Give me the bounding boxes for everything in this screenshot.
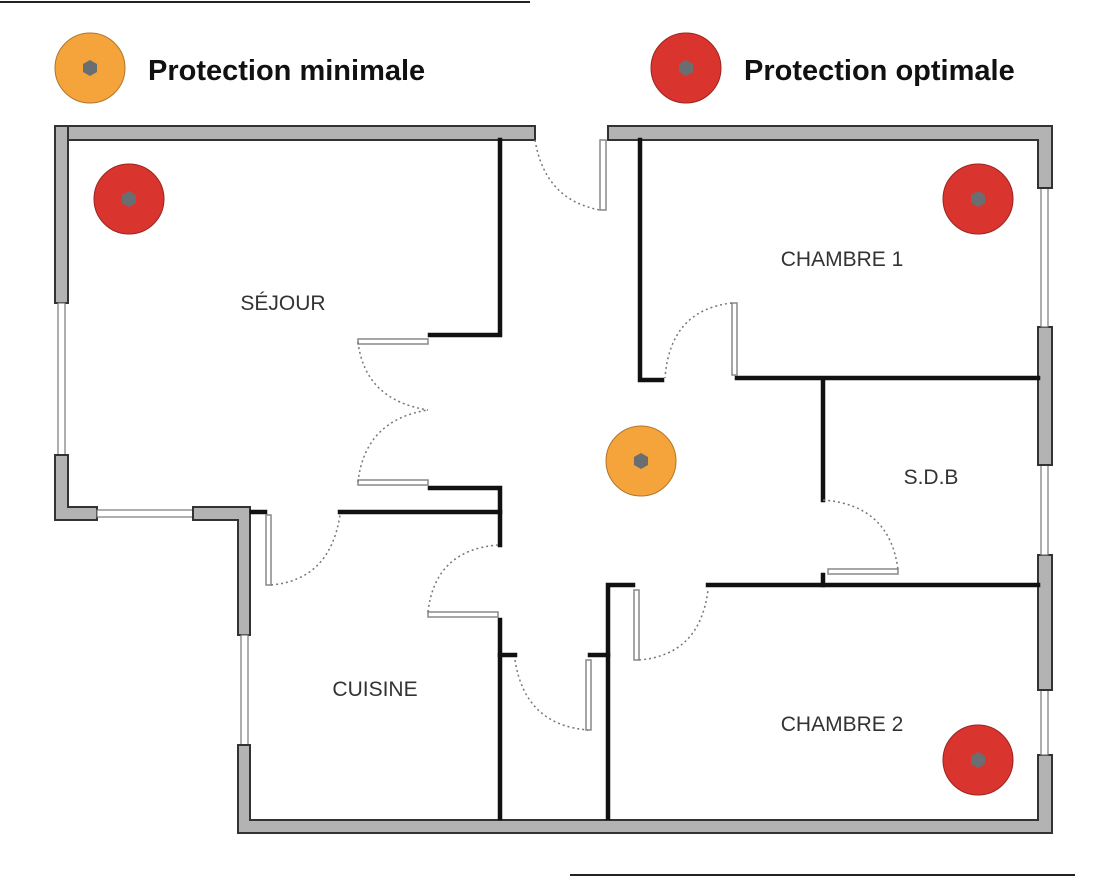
legend-optimal: Protection optimale [650, 32, 1015, 104]
detector-sejour [93, 163, 165, 235]
detector-chambre-1 [942, 163, 1014, 235]
room-label-sejour: SÉJOUR [240, 292, 325, 315]
doors [265, 139, 899, 731]
interior-walls [249, 137, 1041, 821]
room-label-chambre-1: CHAMBRE 1 [781, 248, 904, 271]
detector-hallway [605, 425, 677, 497]
room-label-sdb: S.D.B [904, 466, 959, 489]
detector-chambre-2 [942, 724, 1014, 796]
room-label-chambre-2: CHAMBRE 2 [781, 713, 904, 736]
legend-minimal: Protection minimale [54, 32, 425, 104]
legend-minimal-label: Protection minimale [148, 55, 425, 87]
legend-optimal-label: Protection optimale [744, 55, 1015, 87]
room-label-cuisine: CUISINE [332, 678, 417, 701]
exterior-walls [54, 125, 1053, 834]
